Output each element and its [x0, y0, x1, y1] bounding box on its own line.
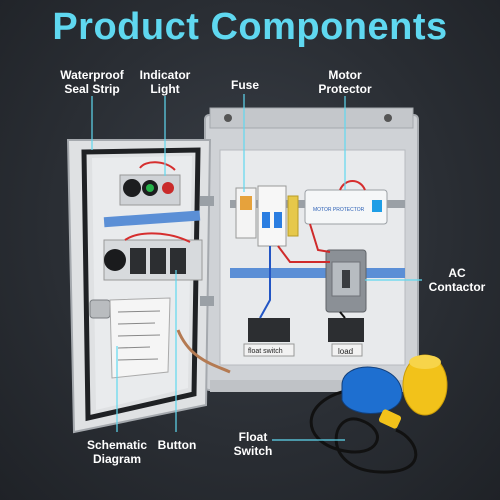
terminal-label-left	[243, 343, 295, 357]
label-ac-contactor: AC Contactor	[422, 266, 492, 294]
label-ac-contactor-line2: Contactor	[428, 280, 486, 294]
button-wires	[124, 232, 191, 243]
wire-red-top	[339, 180, 366, 191]
indicator-wires	[139, 161, 176, 171]
callout-lines	[91, 94, 422, 441]
label-waterproof-seal-strip-line1: Waterproof	[60, 68, 124, 82]
terminal-strip-right	[328, 318, 364, 342]
ac-contactor-slot	[342, 270, 350, 288]
label-fuse: Fuse	[220, 78, 270, 92]
label-indicator-light-line1: Indicator	[139, 68, 191, 82]
motor-protector-plate-text: MOTOR PROTECTOR	[313, 207, 365, 213]
label-motor-protector-line2: Protector	[318, 82, 372, 96]
fuse-holder	[235, 187, 257, 239]
label-ac-contactor-line1: AC	[448, 266, 466, 280]
mounting-bracket-top	[209, 107, 414, 129]
float-switch-cable	[309, 388, 418, 474]
schematic-diagram-sheet	[109, 297, 171, 379]
wire-bundle-brown	[176, 329, 231, 374]
page-title: Product Components	[52, 6, 448, 48]
fuse-element	[240, 196, 252, 210]
button-block-2	[150, 248, 166, 274]
cabinet-inner-panel	[219, 149, 406, 366]
label-waterproof-seal-strip-line2: Seal Strip	[64, 82, 120, 96]
label-float-switch-line2: Switch	[233, 444, 273, 458]
indicator-light-red-lens	[162, 182, 174, 194]
breaker-toggle-2	[274, 212, 282, 228]
label-float-switch: Float Switch	[228, 430, 278, 458]
label-indicator-light: Indicator Light	[132, 68, 198, 96]
label-button: Button	[150, 438, 204, 452]
label-schematic-diagram-line1: Schematic	[86, 438, 148, 452]
label-schematic-diagram-line2: Diagram	[92, 452, 142, 466]
breaker-toggle-1	[262, 212, 270, 228]
wire-red-2	[309, 223, 331, 253]
float-switch-collar	[378, 409, 402, 429]
motor-protector-body	[304, 189, 388, 225]
label-indicator-light-line2: Light	[150, 82, 180, 96]
terminal-label-right-text: load	[338, 347, 353, 356]
terminal-label-left-text: float switch	[248, 348, 283, 355]
door-hinge-top	[200, 196, 214, 206]
indicator-light-black	[123, 179, 141, 197]
button-knob-1	[104, 249, 126, 271]
terminal-block-yellow	[287, 195, 299, 237]
wire-black-1	[339, 311, 346, 319]
float-switch-cap-top	[409, 355, 441, 369]
label-motor-protector: Motor Protector	[310, 68, 380, 96]
din-rail-mid	[230, 268, 405, 278]
label-float-switch-line1: Float	[238, 430, 268, 444]
wire-blue-1	[259, 246, 271, 319]
motor-protector-led	[372, 200, 382, 212]
label-motor-protector-line1: Motor	[328, 68, 362, 82]
wire-red-1	[277, 245, 330, 263]
label-schematic-diagram: Schematic Diagram	[80, 438, 154, 466]
button-block-1	[130, 248, 146, 274]
label-waterproof-seal-strip: Waterproof Seal Strip	[52, 68, 132, 96]
door-hinge-bottom	[200, 296, 214, 306]
schematic-lines	[117, 310, 161, 361]
door-bracket-blue	[103, 210, 201, 228]
label-button-line1: Button	[157, 438, 197, 452]
float-switch-body	[341, 366, 403, 414]
mounting-hole-right	[384, 114, 392, 122]
label-fuse-line1: Fuse	[230, 78, 259, 92]
indicator-light-green-lens	[146, 184, 154, 192]
mounting-hole-left	[224, 114, 232, 122]
terminal-label-right	[331, 343, 363, 357]
terminal-strip-left	[248, 318, 290, 342]
door-seal-strip	[81, 147, 201, 422]
button-block-3	[170, 248, 186, 274]
door-latch	[89, 299, 111, 319]
